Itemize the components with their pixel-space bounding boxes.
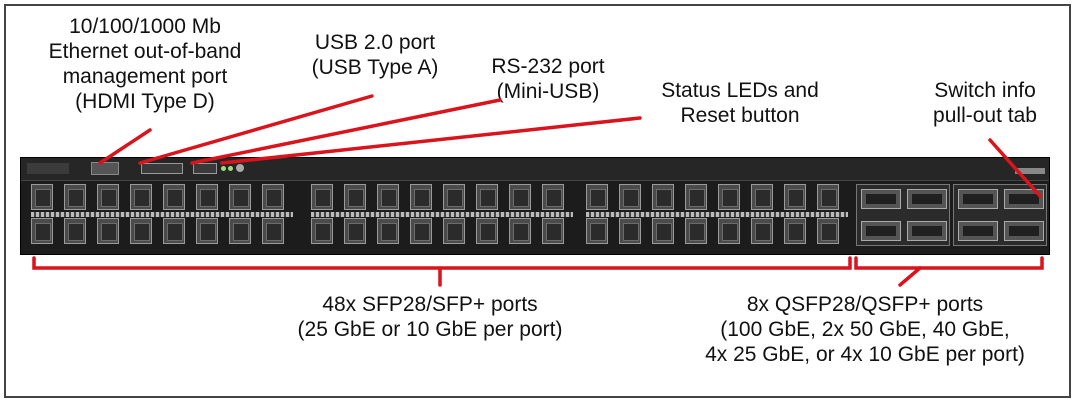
label-status-leds: Status LEDs and Reset button (640, 78, 840, 128)
label-usb-port: USB 2.0 port (USB Type A) (285, 30, 465, 80)
sfp-port (311, 218, 333, 244)
sfp-port (410, 218, 432, 244)
label-status-line2: Reset button (680, 104, 800, 127)
label-usb-line2: (USB Type A) (311, 56, 439, 79)
sfp-port (619, 218, 641, 244)
logo-plate (27, 163, 69, 174)
sfp-port (163, 184, 185, 210)
sfp-port (476, 184, 498, 210)
qsfp-port (958, 221, 998, 241)
sfp-led-strip (311, 212, 573, 217)
sfp-port (542, 218, 564, 244)
label-mgmt-line3: management port (62, 65, 228, 88)
sfp-port (229, 184, 251, 210)
sfp-port (751, 218, 773, 244)
sfp-port (262, 218, 284, 244)
sfp-port (718, 184, 740, 210)
sfp-port (784, 218, 806, 244)
label-qsfp-line1: 8x QSFP28/QSFP+ ports (746, 293, 984, 316)
qsfp-port (861, 189, 901, 209)
label-rs232-line1: RS-232 port (491, 55, 605, 78)
sfp-port (586, 184, 608, 210)
sfp-port (163, 218, 185, 244)
label-usb-line1: USB 2.0 port (314, 31, 436, 54)
qsfp-port (1004, 221, 1044, 241)
sfp-port (443, 184, 465, 210)
sfp-port (685, 218, 707, 244)
label-qsfp-line2: (100 GbE, 2x 50 GbE, 40 GbE, (720, 318, 1010, 341)
sfp-port (751, 184, 773, 210)
sfp-port (229, 218, 251, 244)
label-qsfp-ports: 8x QSFP28/QSFP+ ports (100 GbE, 2x 50 Gb… (665, 292, 1065, 367)
label-mgmt-line4: (HDMI Type D) (75, 90, 215, 113)
sfp-port (262, 184, 284, 210)
sfp-port (130, 184, 152, 210)
sfp-port (509, 184, 531, 210)
label-mgmt-line1: 10/100/1000 Mb (69, 15, 221, 38)
info-pull-tab (1015, 168, 1045, 174)
mgmt-port (91, 162, 119, 175)
sfp-led-strip (31, 212, 293, 217)
sfp-port (130, 218, 152, 244)
label-info-line2: pull-out tab (933, 104, 1037, 127)
sfp-port (619, 184, 641, 210)
sfp-port (64, 218, 86, 244)
sfp-port (377, 218, 399, 244)
label-status-line1: Status LEDs and (661, 79, 819, 102)
sfp-port (718, 218, 740, 244)
sfp-port (509, 218, 531, 244)
label-rs232-line2: (Mini-USB) (496, 80, 600, 103)
sfp-port (652, 184, 674, 210)
qsfp-port (1004, 189, 1044, 209)
sfp-port (196, 184, 218, 210)
sfp-port (685, 184, 707, 210)
qsfp-block (953, 184, 1047, 246)
sfp-port (97, 218, 119, 244)
usb-port (141, 163, 183, 174)
sfp-port (196, 218, 218, 244)
sfp-port (586, 218, 608, 244)
label-sfp-line1: 48x SFP28/SFP+ ports (322, 293, 538, 316)
sfp-port (784, 184, 806, 210)
qsfp-port (861, 221, 901, 241)
switch-front-panel (20, 157, 1050, 255)
sfp-port (31, 218, 53, 244)
qsfp-port (907, 221, 947, 241)
rs232-port (193, 163, 217, 174)
qsfp-port (958, 189, 998, 209)
sfp-port (652, 218, 674, 244)
sfp-port (410, 184, 432, 210)
sfp-led-strip (586, 212, 848, 217)
label-sfp-ports: 48x SFP28/SFP+ ports (25 GbE or 10 GbE p… (255, 292, 605, 342)
sfp-port (443, 218, 465, 244)
label-mgmt-port: 10/100/1000 Mb Ethernet out-of-band mana… (20, 14, 270, 114)
sfp-port (64, 184, 86, 210)
panel-top-strip (21, 158, 1049, 181)
sfp-port (311, 184, 333, 210)
status-led-1 (221, 166, 226, 171)
sfp-port (476, 218, 498, 244)
sfp-port (344, 184, 366, 210)
qsfp-block (856, 184, 950, 246)
sfp-port (344, 218, 366, 244)
status-led-2 (228, 166, 233, 171)
sfp-port (817, 184, 839, 210)
sfp-port (817, 218, 839, 244)
sfp-port (97, 184, 119, 210)
sfp-port (31, 184, 53, 210)
label-info-tab: Switch info pull-out tab (905, 78, 1065, 128)
label-info-line1: Switch info (934, 79, 1036, 102)
label-sfp-line2: (25 GbE or 10 GbE per port) (297, 318, 563, 341)
sfp-port (542, 184, 564, 210)
label-rs232-port: RS-232 port (Mini-USB) (468, 54, 628, 104)
label-mgmt-line2: Ethernet out-of-band (48, 40, 242, 63)
sfp-port (377, 184, 399, 210)
reset-button (236, 164, 244, 172)
label-qsfp-line3: 4x 25 GbE, or 4x 10 GbE per port) (705, 343, 1025, 366)
qsfp-port (907, 189, 947, 209)
